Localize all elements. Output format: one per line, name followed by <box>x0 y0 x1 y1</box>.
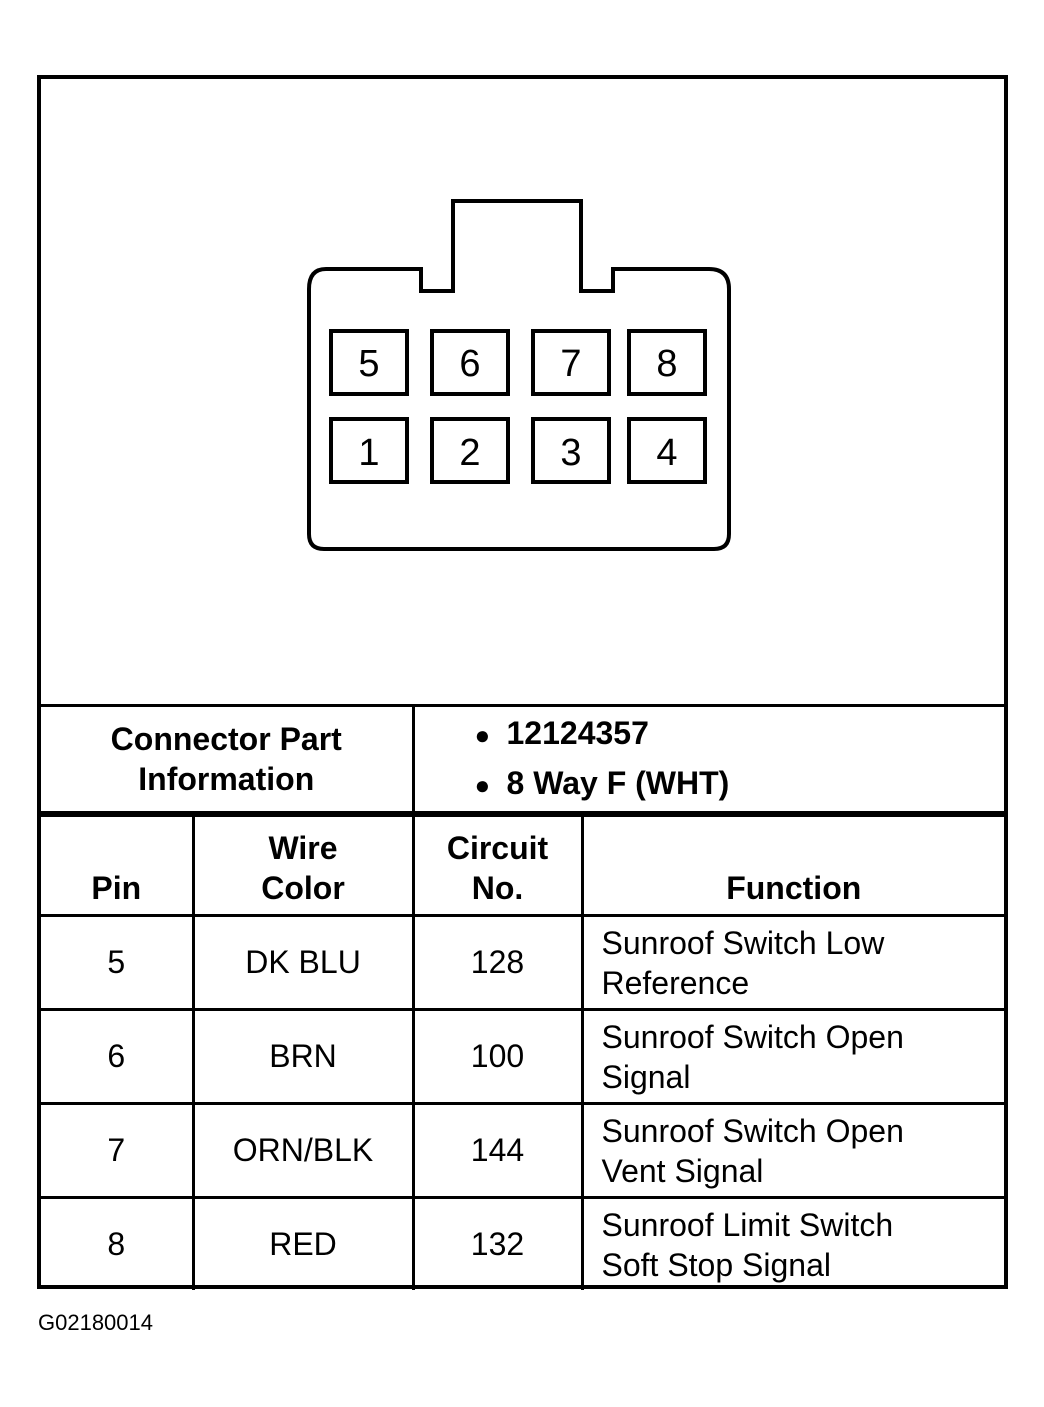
connector-face-diagram: 5 6 7 8 1 2 3 4 <box>307 199 731 551</box>
cell-function: Sunroof Switch Open Signal <box>580 1008 1004 1105</box>
connector-info-values: ● 12124357 ● 8 Way F (WHT) <box>411 704 1004 814</box>
bullet-icon: ● <box>474 770 491 800</box>
pin-cavity-2: 2 <box>430 417 510 484</box>
cell-pin: 5 <box>41 914 195 1011</box>
table-row: 5 DK BLU 128 Sunroof Switch Low Referenc… <box>41 914 1004 1011</box>
table-row: 8 RED 132 Sunroof Limit Switch Soft Stop… <box>41 1196 1004 1290</box>
pin-label: 2 <box>459 432 480 474</box>
cell-circuit: 128 <box>411 914 584 1011</box>
connector-info-label: Connector Part Information <box>41 704 415 814</box>
pin-assignment-table: Pin Wire Color Circuit No. Function 5 DK… <box>41 814 1004 1290</box>
table-row: 7 ORN/BLK 144 Sunroof Switch Open Vent S… <box>41 1102 1004 1199</box>
connector-description: 8 Way F (WHT) <box>506 765 730 801</box>
pin-cavity-5: 5 <box>329 329 409 396</box>
bullet-icon: ● <box>474 720 491 750</box>
cell-wire-color: ORN/BLK <box>191 1102 415 1199</box>
connector-info-table: Connector Part Information ● 12124357 ● 8 … <box>41 704 1004 814</box>
pin-cavity-6: 6 <box>430 329 510 396</box>
cell-function: Sunroof Limit Switch Soft Stop Signal <box>580 1196 1004 1290</box>
cell-function: Sunroof Switch Open Vent Signal <box>580 1102 1004 1199</box>
figure-id: G02180014 <box>38 1310 153 1335</box>
header-wire-color: Wire Color <box>191 814 415 917</box>
pin-cavity-8: 8 <box>627 329 707 396</box>
cell-pin: 8 <box>41 1196 195 1290</box>
diagram-frame: 5 6 7 8 1 2 3 4 <box>37 75 1008 1290</box>
pin-label: 3 <box>560 432 581 474</box>
connector-info-label-line1: Connector Part <box>110 721 342 757</box>
header-pin: Pin <box>41 814 195 917</box>
pin-cavity-3: 3 <box>531 417 611 484</box>
cell-wire-color: DK BLU <box>191 914 415 1011</box>
cell-circuit: 100 <box>411 1008 584 1105</box>
cell-function: Sunroof Switch Low Reference <box>580 914 1004 1011</box>
pin-label: 1 <box>358 432 379 474</box>
part-number: 12124357 <box>506 715 649 751</box>
pin-cavity-7: 7 <box>531 329 611 396</box>
connector-description-item: ● 8 Way F (WHT) <box>475 759 1004 809</box>
pin-label: 6 <box>459 343 480 385</box>
part-number-item: ● 12124357 <box>475 709 1004 759</box>
cell-circuit: 132 <box>411 1196 584 1290</box>
pin-label: 8 <box>656 343 677 385</box>
pin-label: 7 <box>560 343 581 385</box>
cell-pin: 7 <box>41 1102 195 1199</box>
table-header-row: Pin Wire Color Circuit No. Function <box>41 814 1004 917</box>
cell-pin: 6 <box>41 1008 195 1105</box>
connector-info-label-line2: Information <box>138 761 315 797</box>
cell-wire-color: RED <box>191 1196 415 1290</box>
cell-circuit: 144 <box>411 1102 584 1199</box>
header-function: Function <box>580 814 1004 917</box>
connector-info-row: Connector Part Information ● 12124357 ● 8 … <box>41 704 1004 814</box>
table-row: 6 BRN 100 Sunroof Switch Open Signal <box>41 1008 1004 1105</box>
connector-housing <box>307 199 731 551</box>
pin-label: 5 <box>358 343 379 385</box>
pin-cavity-4: 4 <box>627 417 707 484</box>
pin-cavity-1: 1 <box>329 417 409 484</box>
header-circuit-no: Circuit No. <box>411 814 584 917</box>
cell-wire-color: BRN <box>191 1008 415 1105</box>
pin-label: 4 <box>656 432 677 474</box>
